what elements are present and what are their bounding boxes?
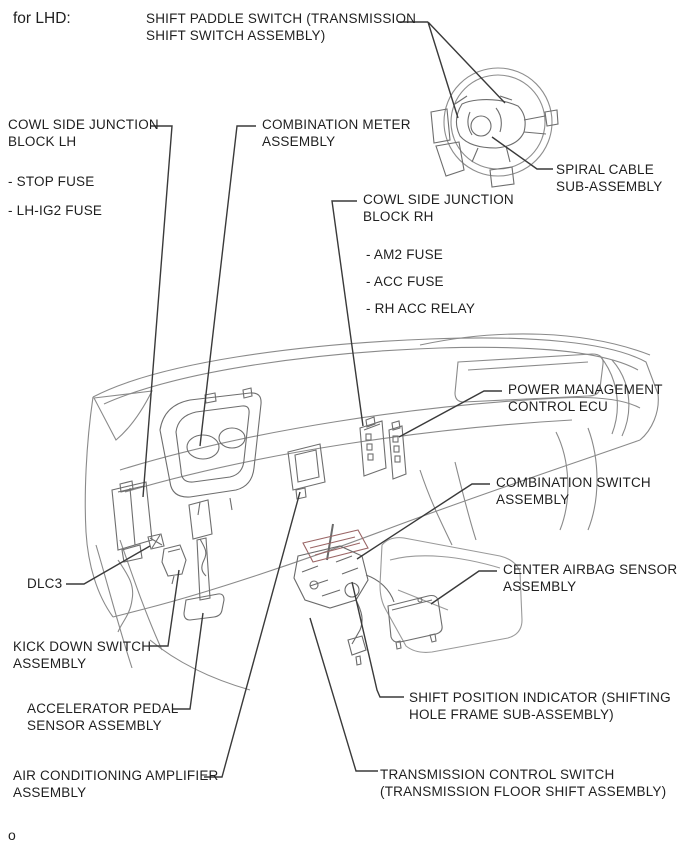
leader-ac-amplifier — [204, 491, 301, 778]
instrument-panel-drawing — [84, 333, 659, 691]
variant-label: for LHD: — [13, 10, 71, 27]
callout-stop-fuse: - STOP FUSE — [8, 174, 95, 189]
callout-center-airbag-sensor: CENTER AIRBAG SENSOR ASSEMBLY — [503, 562, 678, 594]
dlc3-drawing — [147, 533, 165, 550]
steering-hub-drawing — [430, 95, 559, 188]
steering-wheel-drawing — [443, 67, 553, 177]
callout-cowl-side-junction-block-rh: COWL SIDE JUNCTION BLOCK RH — [363, 192, 514, 224]
callout-transmission-control-switch: TRANSMISSION CONTROL SWITCH (TRANSMISSIO… — [380, 767, 667, 799]
leader-transmission-control-switch — [309, 617, 378, 772]
callout-shift-position-indicator: SHIFT POSITION INDICATOR (SHIFTING HOLE … — [409, 690, 671, 722]
rh-junction-ecu-drawing — [359, 416, 407, 480]
callout-shift-paddle-switch: SHIFT PADDLE SWITCH (TRANSMISSION SHIFT … — [146, 11, 417, 43]
leader-combination-meter — [199, 125, 256, 447]
leader-cowl-rh — [331, 200, 364, 427]
leader-spiral-cable — [491, 136, 553, 170]
callout-power-management-control-ecu: POWER MANAGEMENT CONTROL ECU — [508, 382, 663, 414]
callout-kick-down-switch: KICK DOWN SWITCH ASSEMBLY — [13, 639, 152, 671]
callout-accelerator-pedal-sensor: ACCELERATOR PEDAL SENSOR ASSEMBLY — [27, 701, 179, 733]
callout-dlc3: DLC3 — [27, 576, 63, 591]
callout-rh-acc-relay: - RH ACC RELAY — [366, 301, 476, 316]
lh-junction-drawing — [111, 480, 153, 563]
ac-amplifier-drawing — [287, 443, 326, 500]
footer-mark: o — [8, 827, 16, 843]
callout-acc-fuse: - ACC FUSE — [366, 274, 444, 289]
leader-dlc3 — [66, 545, 151, 585]
leader-combination-switch — [356, 483, 490, 560]
leader-lines — [66, 21, 553, 778]
callout-combination-meter: COMBINATION METER ASSEMBLY — [262, 117, 411, 149]
callout-am2-fuse: - AM2 FUSE — [366, 247, 444, 262]
callout-spiral-cable: SPIRAL CABLE SUB-ASSEMBLY — [556, 162, 663, 194]
callout-combination-switch: COMBINATION SWITCH ASSEMBLY — [496, 475, 651, 507]
callout-air-conditioning-amplifier: AIR CONDITIONING AMPLIFIER ASSEMBLY — [13, 768, 219, 800]
combination-meter-drawing — [159, 387, 262, 516]
accelerator-pedal-drawing — [183, 499, 225, 621]
leader-accelerator-pedal — [173, 612, 204, 710]
kick-down-switch-drawing — [161, 544, 187, 585]
callout-cowl-side-junction-block-lh: COWL SIDE JUNCTION BLOCK LH — [8, 117, 159, 149]
callout-lh-ig2-fuse: - LH-IG2 FUSE — [8, 203, 103, 218]
leader-kick-down-switch — [150, 569, 180, 647]
center-airbag-sensor-drawing — [387, 594, 443, 650]
leader-power-management-ecu — [398, 390, 502, 438]
leader-cowl-lh — [142, 125, 173, 498]
leader-shift-position-indicator — [351, 581, 404, 698]
leader-shift-paddle-switch — [398, 21, 506, 119]
leader-center-airbag-sensor — [430, 570, 497, 605]
center-console-drawing — [379, 537, 523, 653]
